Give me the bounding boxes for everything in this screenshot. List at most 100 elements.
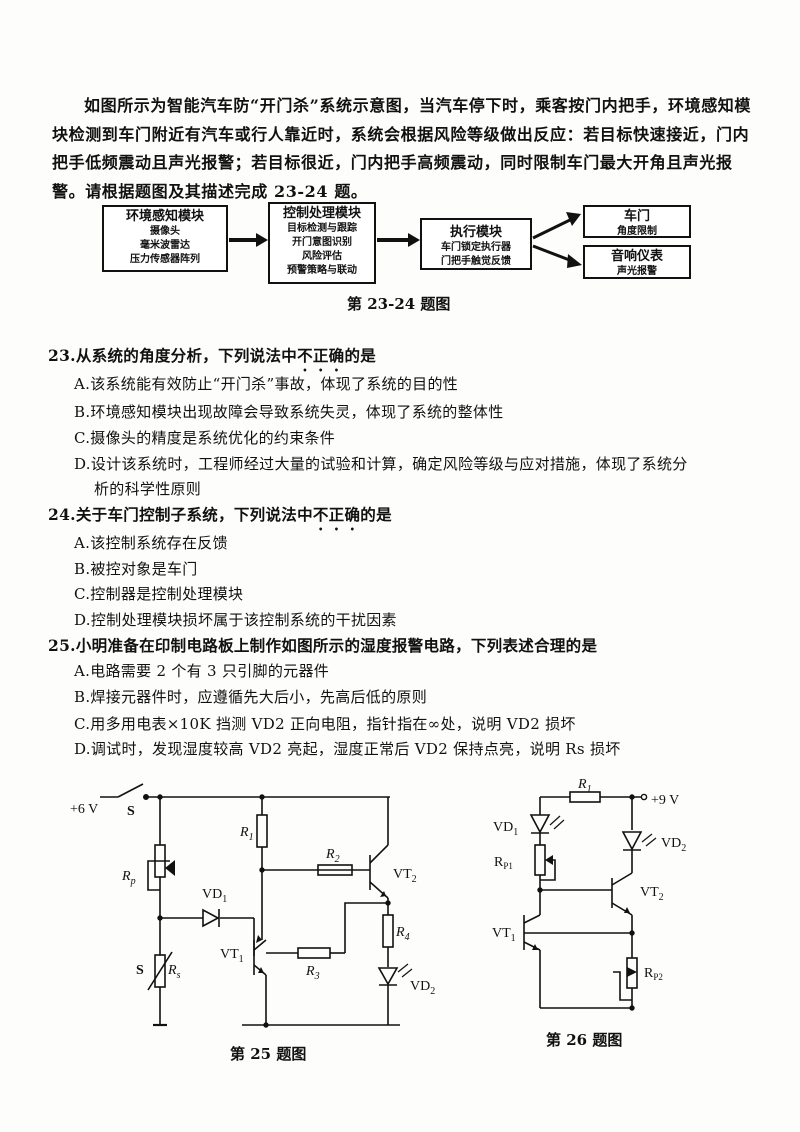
fig26-rp2-sub: P2 xyxy=(653,972,663,982)
sound-line: 声光报警 xyxy=(617,266,657,277)
q25-option-b: B.焊接元器件时，应遵循先大后小，先高后低的原则 xyxy=(74,688,427,706)
q25-option-d: D.调试时，发现湿度较高 VD2 亮起，湿度正常后 VD2 保持点亮，说明 Rs… xyxy=(74,740,621,758)
fig26-vt2-letter: VT xyxy=(640,885,659,900)
env-line: 毫米波雷达 xyxy=(140,240,190,251)
fig26-rp1-letter: R xyxy=(494,855,504,870)
q25-option-c: C.用多用电表×10K 挡测 VD2 正向电阻，指针指在∞处，说明 VD2 损坏 xyxy=(74,715,576,733)
fig26-rp2-letter: R xyxy=(644,966,654,981)
fig25-r4-label: R4 xyxy=(395,925,410,943)
sound-title: 音响仪表 xyxy=(610,249,663,264)
env-module-box: 环境感知模块 摄像头 毫米波雷达 压力传感器阵列 xyxy=(102,205,228,272)
fig25-r2-letter: R xyxy=(325,847,335,862)
fig26-rp2-label: RP2 xyxy=(644,966,663,982)
fig25-r4-letter: R xyxy=(395,925,405,940)
fig26-vt1-letter: VT xyxy=(492,926,511,941)
fig25-r2-sub: 2 xyxy=(335,854,340,865)
fig25-circuit: +6 V S Rp R1 R2 R3 R4 VD1 VD2 VT1 VT2 S … xyxy=(70,783,435,1028)
env-module-title: 环境感知模块 xyxy=(125,209,204,224)
ctrl-line: 风险评估 xyxy=(302,251,342,262)
fig26-r1-label: R1 xyxy=(577,777,592,795)
q24-option-a: A.该控制系统存在反馈 xyxy=(74,534,228,552)
door-box: 车门 角度限制 xyxy=(583,205,691,238)
q23-stem-pre: 23.从系统的角度分析，下列说法中 xyxy=(48,346,298,365)
fig25-caption: 第 25 题图 xyxy=(230,1045,307,1063)
q24-option-b: B.被控对象是车门 xyxy=(74,560,198,578)
env-line: 压力传感器阵列 xyxy=(130,254,200,265)
fig25-vd2-letter: VD xyxy=(410,979,430,994)
exec-line: 车门锁定执行器 xyxy=(441,242,511,253)
fig25-vd2-label: VD2 xyxy=(410,979,435,997)
q23-stem: 23.从系统的角度分析，下列说法中不正确的是 xyxy=(48,344,376,375)
intro-paragraph: 如图所示为智能汽车防“开门杀”系统示意图，当汽车停下时，乘客按门内把手，环境感知… xyxy=(52,96,752,201)
fig26-vd1-sub: 1 xyxy=(513,827,518,838)
fig26-vt2-label: VT2 xyxy=(640,885,664,903)
diagram-caption: 第 23-24 题图 xyxy=(347,295,451,313)
fig25-switch-label: S xyxy=(127,804,135,819)
ctrl-line: 开门意图识别 xyxy=(292,237,352,248)
q23-option-b: B.环境感知模块出现故障会导致系统失灵，体现了系统的整体性 xyxy=(74,403,504,421)
fig25-rp-letter: R xyxy=(121,869,131,884)
fig25-vt2-label: VT2 xyxy=(393,867,417,885)
ctrl-line: 预警策略与联动 xyxy=(287,265,357,276)
diagram-arrows xyxy=(229,212,582,268)
q23-stem-post: 的是 xyxy=(344,346,377,365)
fig25-r2-label: R2 xyxy=(325,847,340,865)
fig25-vt1-letter: VT xyxy=(220,947,239,962)
exec-line: 门把手触觉反馈 xyxy=(441,256,511,267)
fig26-vcc-label: +9 V xyxy=(651,793,679,808)
fig25-vd1-letter: VD xyxy=(202,887,222,902)
fig25-vt2-letter: VT xyxy=(393,867,412,882)
fig25-rs-letter: R xyxy=(167,963,177,978)
q24-option-c: C.控制器是控制处理模块 xyxy=(74,585,244,603)
fig25-rs-sub: s xyxy=(177,970,181,981)
fig25-r4-sub: 4 xyxy=(405,932,410,943)
fig26-vd2-label: VD2 xyxy=(661,836,686,854)
q24-stem-post: 的是 xyxy=(360,505,392,524)
fig26-circuit: R1 +9 V VD1 VD2 RP1 VT2 VT1 RP2 xyxy=(492,777,686,1011)
fig26-r1-sub: 1 xyxy=(587,784,592,795)
q24-option-d: D.控制处理模块损坏属于该控制系统的干扰因素 xyxy=(74,611,397,629)
env-line: 摄像头 xyxy=(150,226,180,237)
fig25-rp-label: Rp xyxy=(121,869,136,887)
fig25-vt2-sub: 2 xyxy=(412,874,417,885)
fig25-r1-label: R1 xyxy=(239,825,254,843)
fig25-vd2-sub: 2 xyxy=(430,986,435,997)
q23-option-d-cont: 析的科学性原则 xyxy=(94,480,202,498)
q23-stem-emphasis: 不正确 xyxy=(297,346,345,365)
ctrl-module-title: 控制处理模块 xyxy=(282,206,361,221)
door-title: 车门 xyxy=(623,209,650,224)
fig26-vd2-letter: VD xyxy=(661,836,681,851)
fig26-vd1-label: VD1 xyxy=(493,820,518,838)
q23-option-a: A.该系统能有效防止“开门杀”事故，体现了系统的目的性 xyxy=(74,375,459,393)
fig26-caption: 第 26 题图 xyxy=(546,1031,623,1049)
fig25-vt1-label: VT1 xyxy=(220,947,244,965)
q25-stem: 25.小明准备在印制电路板上制作如图所示的湿度报警电路，下列表述合理的是 xyxy=(48,636,598,655)
q24-stem-pre: 24.关于车门控制子系统，下列说法中 xyxy=(48,505,313,524)
fig26-rp1-sub: P1 xyxy=(503,861,513,871)
q24-stem-emphasis: 不正确 xyxy=(312,505,361,524)
fig25-vt1-sub: 1 xyxy=(239,954,244,965)
fig25-r1-sub: 1 xyxy=(249,832,254,843)
fig25-r1-letter: R xyxy=(239,825,249,840)
ctrl-line: 目标检测与跟踪 xyxy=(287,223,357,234)
fig25-rs-label: Rs xyxy=(167,963,181,981)
fig25-r3-sub: 3 xyxy=(314,971,320,982)
door-line: 角度限制 xyxy=(617,226,657,237)
fig25-vd1-sub: 1 xyxy=(222,894,227,905)
q23-option-c: C.摄像头的精度是系统优化的约束条件 xyxy=(74,429,336,447)
fig25-r3-label: R3 xyxy=(305,964,320,982)
q25-option-a: A.电路需要 2 个有 3 只引脚的元器件 xyxy=(74,662,330,680)
fig26-rp1-label: RP1 xyxy=(494,855,513,871)
ctrl-module-box: 控制处理模块 目标检测与跟踪 开门意图识别 风险评估 预警策略与联动 xyxy=(268,202,376,284)
sound-box: 音响仪表 声光报警 xyxy=(583,245,691,279)
fig26-vt1-label: VT1 xyxy=(492,926,516,944)
fig26-r1-letter: R xyxy=(577,777,587,792)
exec-module-box: 执行模块 车门锁定执行器 门把手触觉反馈 xyxy=(420,218,532,270)
fig26-vt1-sub: 1 xyxy=(511,933,516,944)
q23-option-d: D.设计该系统时，工程师经过大量的试验和计算，确定风险等级与应对措施，体现了系统… xyxy=(74,455,688,473)
fig26-vt2-sub: 2 xyxy=(659,892,664,903)
fig26-vd2-sub: 2 xyxy=(681,843,686,854)
fig25-vd1-label: VD1 xyxy=(202,887,227,905)
q24-stem: 24.关于车门控制子系统，下列说法中不正确的是 xyxy=(48,503,392,534)
exec-module-title: 执行模块 xyxy=(449,225,502,240)
